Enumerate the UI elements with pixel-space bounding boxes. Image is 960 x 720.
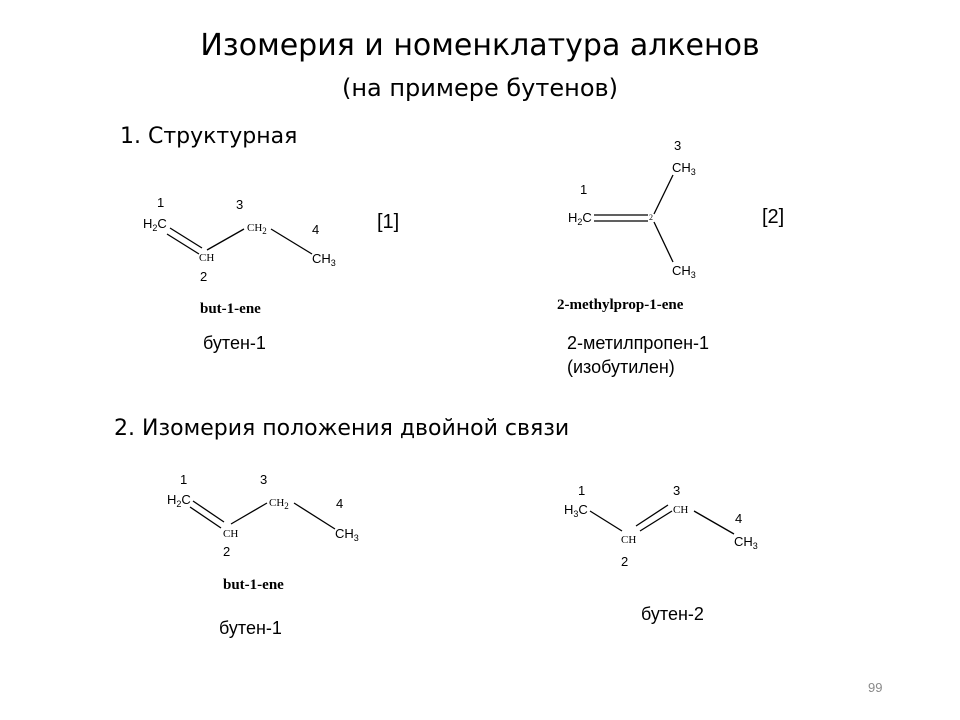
russian-name-buten-1: бутен-1 [203, 333, 266, 353]
atom-ch: CH [223, 528, 239, 540]
mol2-bonds [594, 174, 674, 263]
atom-ch2: CH2 [247, 222, 267, 236]
atom-ch: CH [199, 252, 215, 264]
atom-ch3-top: CH3 [672, 160, 696, 178]
atom-ch3: CH3 [734, 534, 758, 552]
iupac-name-but-1-ene: but-1-ene [200, 301, 261, 317]
page-number: 99 [868, 680, 883, 695]
russian-name-buten-2: бутен-2 [641, 604, 704, 624]
atom-number-3: 3 [673, 483, 681, 498]
atom-number-2: 2 [200, 269, 208, 284]
atom-number-3: 3 [260, 472, 268, 487]
atom-ch3-bottom: CH3 [672, 263, 696, 281]
atom-number-2: 2 [621, 554, 629, 569]
reference-1: [1] [377, 211, 400, 233]
russian-name-2-methylpropene-1: 2-метилпропен-1 [567, 333, 710, 353]
atom-number-4: 4 [735, 511, 743, 526]
atom-number-1: 1 [157, 195, 165, 210]
atom-number-2: 2 [649, 213, 653, 222]
section-1-heading: 1. Структурная [120, 124, 298, 149]
atom-h3c: H3C [564, 502, 588, 520]
mol4-bonds [589, 504, 735, 535]
atom-number-3: 3 [236, 197, 244, 212]
reference-2: [2] [762, 206, 785, 228]
atom-ch3: CH3 [312, 251, 336, 269]
atom-number-4: 4 [336, 496, 344, 511]
atom-h2c: H2C [167, 492, 191, 510]
atom-number-1: 1 [578, 483, 586, 498]
atom-number-4: 4 [312, 222, 320, 237]
mol3-bonds [189, 500, 336, 530]
slide-subtitle: (на примере бутенов) [341, 74, 619, 102]
atom-number-2: 2 [223, 544, 231, 559]
atom-ch-3: CH [673, 504, 689, 516]
atom-ch3: CH3 [335, 526, 359, 544]
atom-h2c: H2C [568, 210, 592, 228]
atom-ch-2: CH [621, 534, 637, 546]
iupac-name-2-methylprop-1-ene: 2-methylprop-1-ene [557, 297, 684, 313]
mol1-bonds [166, 227, 313, 255]
russian-name-isobutylene: (изобутилен) [567, 357, 675, 377]
section-2-heading: 2. Изомерия положения двойной связи [114, 416, 570, 441]
atom-number-3: 3 [674, 138, 682, 153]
iupac-name-but-1-ene: but-1-ene [223, 577, 284, 593]
atom-number-1: 1 [580, 182, 588, 197]
atom-ch2: CH2 [269, 497, 289, 511]
atom-number-1: 1 [180, 472, 188, 487]
slide-title: Изомерия и номенклатура алкенов [200, 28, 760, 63]
russian-name-buten-1: бутен-1 [219, 618, 282, 638]
atom-h2c: H2C [143, 216, 167, 234]
